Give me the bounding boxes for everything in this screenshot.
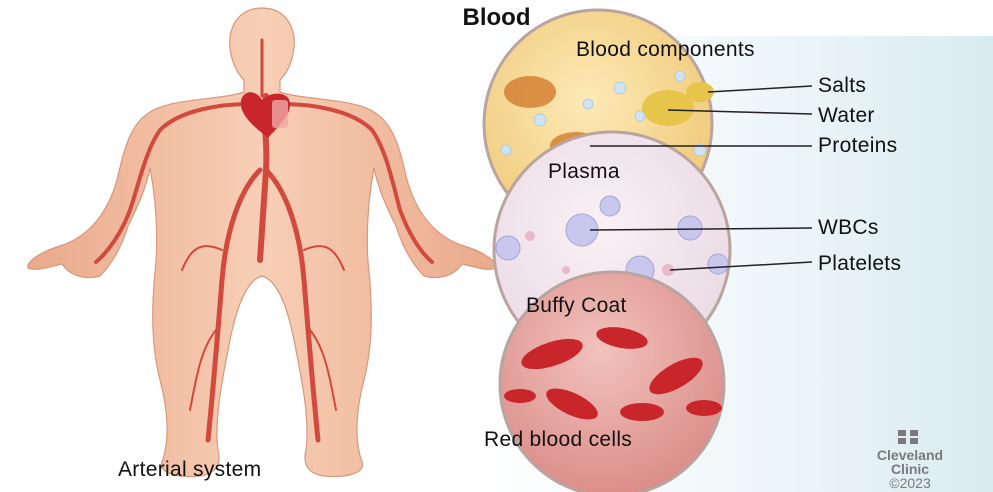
logo-name-line1: Cleveland (840, 448, 980, 462)
rbc-caption: Red blood cells (484, 428, 632, 452)
components-heading: Blood components (576, 38, 755, 62)
label-platelets: Platelets (818, 252, 901, 276)
logo-name-line2: Clinic (840, 462, 980, 476)
label-salts: Salts (818, 74, 866, 98)
body-caption: Arterial system (118, 458, 261, 482)
page-title: Blood (0, 4, 993, 32)
human-body-figure (28, 8, 496, 476)
buffy-coat-caption: Buffy Coat (526, 294, 627, 318)
logo-copyright: ©2023 (840, 476, 980, 490)
label-water: Water (818, 104, 875, 128)
clinic-logo: Cleveland Clinic ©2023 (840, 428, 980, 490)
label-wbcs: WBCs (818, 216, 879, 240)
label-proteins: Proteins (818, 134, 897, 158)
plasma-caption: Plasma (548, 160, 620, 184)
